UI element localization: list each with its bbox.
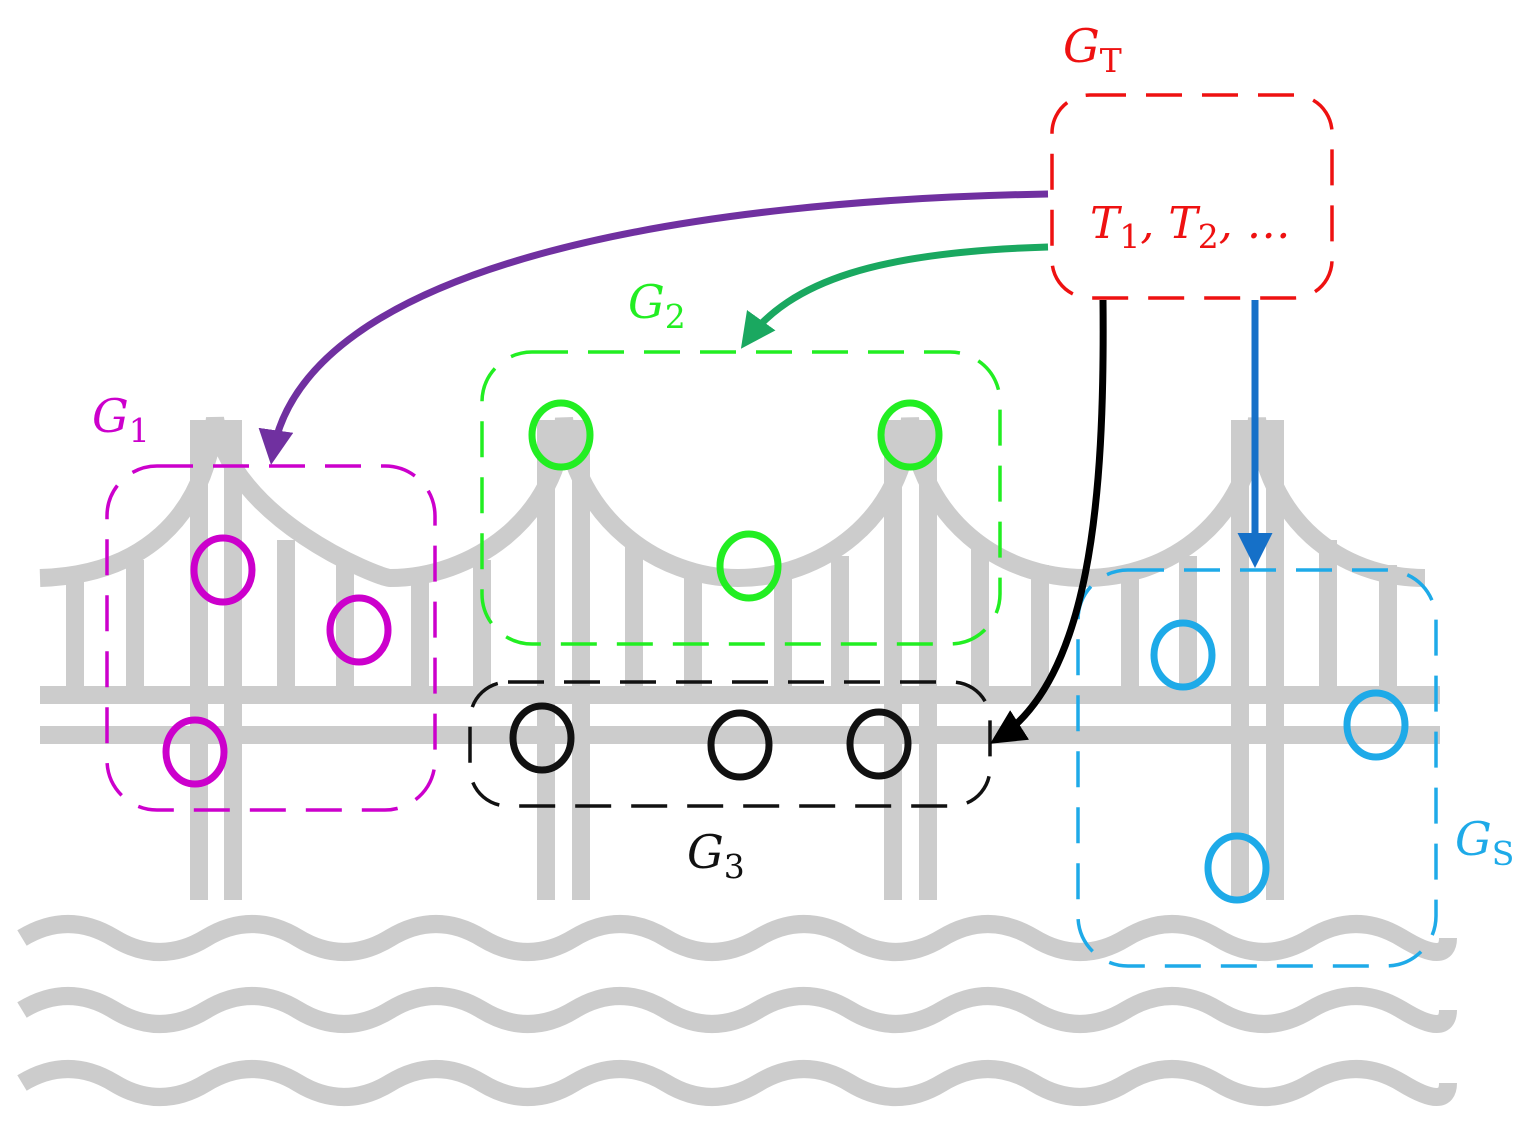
group-g1-box [105, 464, 437, 812]
g2-sensor-node [528, 399, 594, 471]
bridge-illustration [39, 416, 1440, 900]
gs-sensor-node [1150, 619, 1216, 691]
bridge-hangers [66, 540, 1397, 695]
g2-sensor-node [716, 530, 782, 602]
group-g1: G1 [92, 389, 437, 812]
group-gt-label: GT [1063, 19, 1122, 80]
group-gt-template-list: T1, T2, … [1090, 198, 1291, 256]
arrow-gt-to-g2 [740, 243, 1049, 349]
g1-sensor-node [326, 594, 392, 666]
group-g3: G3 [468, 680, 992, 886]
group-gs: GS [1076, 568, 1514, 968]
group-g3-box [468, 680, 992, 808]
group-gs-label: GS [1455, 812, 1514, 873]
group-gt-box [1050, 93, 1334, 300]
group-gs-box [1076, 568, 1438, 968]
group-g2: G2 [480, 275, 1002, 646]
group-g2-box [480, 350, 1002, 646]
group-g1-label: G1 [92, 389, 150, 450]
gs-sensor-node [1343, 689, 1409, 761]
group-g3-label: G3 [687, 825, 745, 886]
g3-sensor-node [509, 702, 575, 774]
g1-sensor-node [162, 716, 228, 788]
template-arrows [258, 190, 1273, 744]
water-waves [17, 915, 1457, 1106]
g3-sensor-node [707, 709, 773, 781]
gs-sensor-node [1204, 832, 1270, 904]
arrow-gt-to-g3 [990, 299, 1107, 744]
group-g2-label: G2 [628, 275, 686, 336]
arrow-gt-to-g1 [258, 190, 1049, 465]
g3-sensor-node [846, 708, 912, 780]
bridge-main-cable [39, 416, 1426, 588]
group-gt: GT T1, T2, … [1050, 19, 1334, 300]
g1-sensor-node [190, 534, 256, 606]
g2-sensor-node [877, 399, 943, 471]
